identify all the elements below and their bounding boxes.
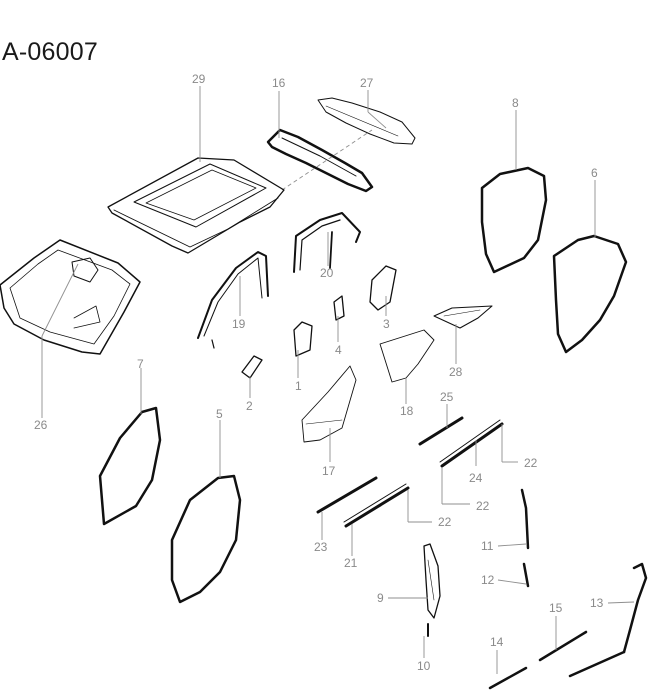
callout-3: 3 (383, 317, 390, 331)
part-7-front-door-seal[interactable] (98, 406, 162, 526)
part-16-roof-weatherstrip[interactable] (266, 128, 374, 193)
callout-16: 16 (272, 76, 286, 90)
callout-15: 15 (549, 601, 563, 615)
part-12-pillar-clip[interactable] (522, 562, 530, 588)
part-5-front-opening-seal[interactable] (170, 474, 242, 604)
callout-22-c: 22 (438, 515, 452, 529)
part-23-belt-strip[interactable] (316, 476, 378, 514)
callout-22-b: 22 (476, 499, 490, 513)
callout-4: 4 (335, 343, 342, 357)
part-26-windshield[interactable] (0, 239, 141, 355)
diagram-code: A-06007 (2, 38, 98, 66)
callout-11: 11 (481, 539, 494, 553)
part-19-front-door-frame[interactable] (197, 251, 269, 349)
part-9-pillar-trim[interactable] (423, 543, 441, 619)
part-14-sill-strip[interactable] (488, 666, 528, 690)
part-20-rear-door-frame[interactable] (293, 212, 361, 273)
part-28-quarter-trim[interactable] (433, 305, 493, 329)
leader-lines (41, 86, 635, 674)
part-25-belt-strip[interactable] (418, 416, 464, 446)
callout-14: 14 (490, 635, 504, 649)
callout-29: 29 (192, 72, 206, 86)
part-2-triangle-glass[interactable] (241, 355, 263, 379)
callout-10: 10 (417, 659, 431, 673)
callout-8: 8 (512, 96, 519, 110)
part-24-belt-strip[interactable] (439, 419, 504, 468)
part-11-pillar-strip[interactable] (520, 488, 530, 550)
callout-1: 1 (295, 379, 302, 393)
part-6-rear-opening-seal[interactable] (552, 234, 628, 354)
callout-28: 28 (449, 365, 463, 379)
callout-27: 27 (360, 76, 374, 90)
callout-9: 9 (377, 591, 384, 605)
callout-12: 12 (481, 573, 495, 587)
callout-17: 17 (322, 464, 336, 478)
callout-19: 19 (232, 317, 246, 331)
part-29-roof-panel[interactable] (107, 157, 285, 254)
part-1-fixed-glass[interactable] (293, 321, 313, 357)
callout-6: 6 (591, 166, 598, 180)
callout-22-a: 22 (524, 456, 538, 470)
callout-7: 7 (137, 357, 144, 371)
callout-numbers: 1 2 3 4 5 6 7 8 9 10 11 12 13 14 15 16 1… (34, 72, 604, 673)
part-8-rear-door-seal[interactable] (480, 166, 548, 274)
callout-18: 18 (400, 404, 414, 418)
callout-25: 25 (440, 390, 454, 404)
callout-5: 5 (216, 407, 223, 421)
callout-21: 21 (344, 556, 358, 570)
part-27-sunroof-panel[interactable] (317, 97, 416, 145)
callout-20: 20 (320, 266, 334, 280)
part-3-quarter-glass[interactable] (369, 265, 397, 311)
part-21-belt-strip[interactable] (343, 483, 410, 528)
part-4-small-glass[interactable] (333, 295, 345, 321)
callout-26: 26 (34, 418, 48, 432)
callout-23: 23 (314, 540, 328, 554)
part-15-sill-strip[interactable] (538, 630, 626, 678)
callout-2: 2 (246, 399, 253, 413)
part-13-garnish-strip[interactable] (622, 562, 648, 654)
callout-24: 24 (469, 471, 483, 485)
part-18-rear-door-glass[interactable] (379, 329, 435, 383)
callout-13: 13 (590, 596, 604, 610)
part-17-front-door-glass[interactable] (301, 365, 357, 443)
